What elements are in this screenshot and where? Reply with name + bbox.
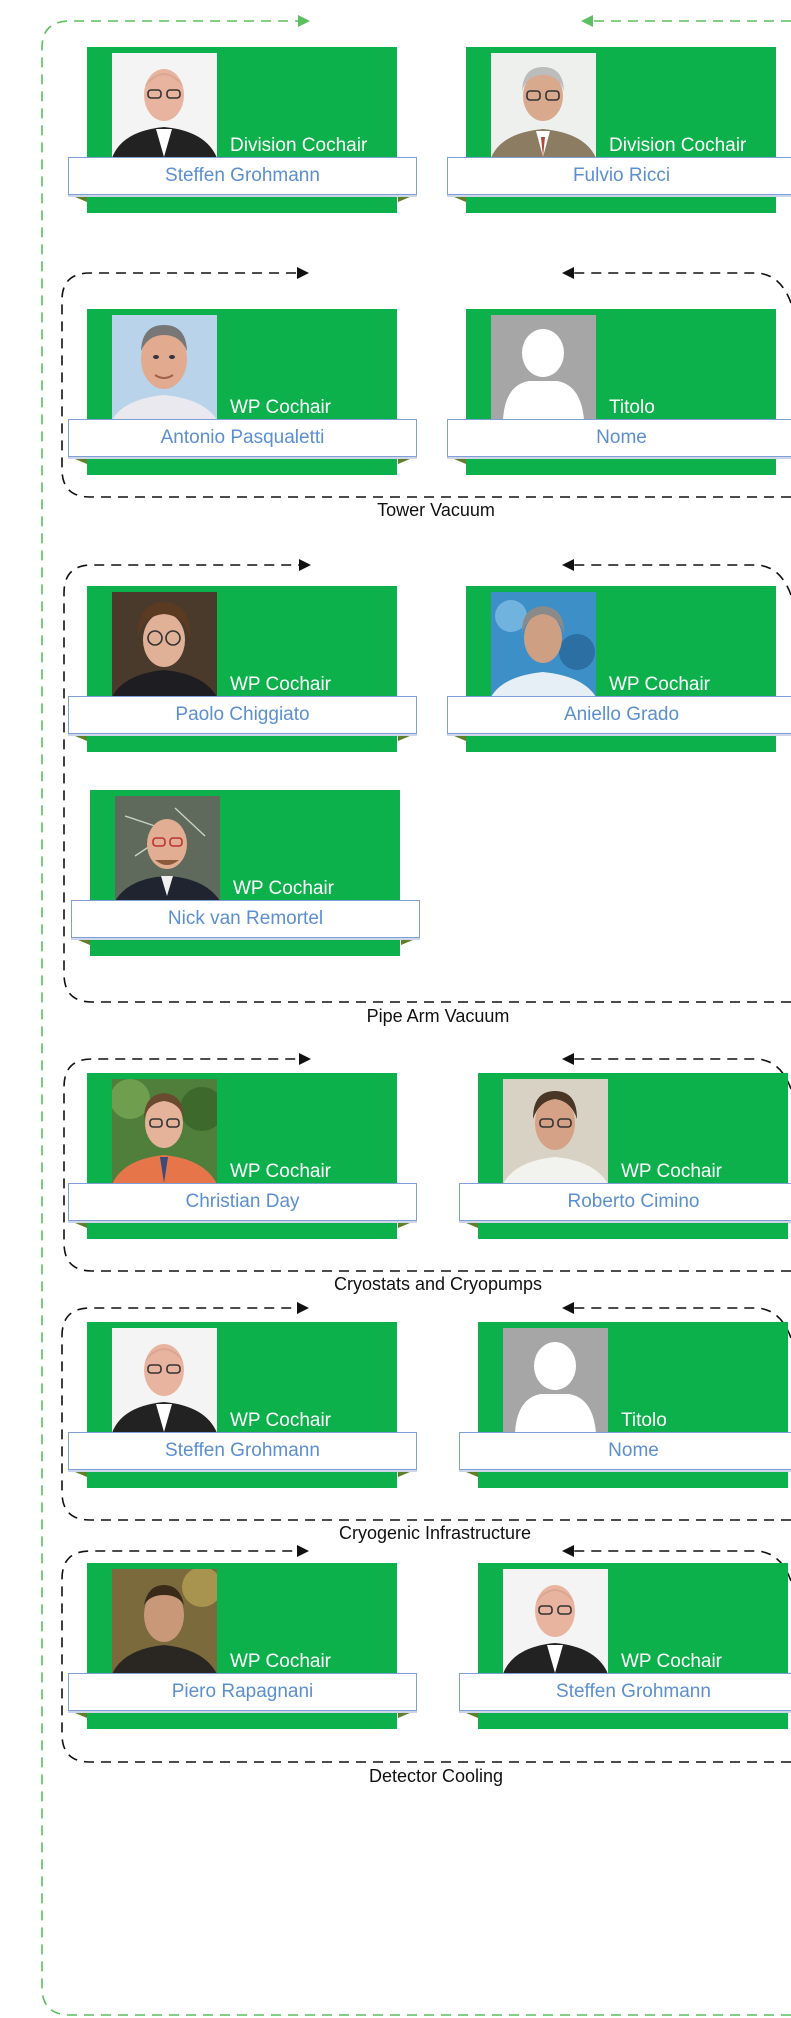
role-label: WP Cochair — [609, 674, 711, 695]
name-label: Nome — [447, 419, 791, 457]
role-label: WP Cochair — [233, 878, 335, 899]
person-photo — [503, 1569, 608, 1674]
name-label: Steffen Grohmann — [459, 1673, 791, 1711]
role-label: Division Cochair — [230, 135, 368, 156]
person-photo — [112, 315, 217, 420]
name-label: Fulvio Ricci — [447, 157, 791, 195]
avatar-placeholder-icon — [503, 1328, 608, 1433]
role-label: WP Cochair — [230, 1651, 332, 1672]
person-card: WP Cochair Antonio Pasqualetti — [68, 309, 417, 475]
name-label: Piero Rapagnani — [68, 1673, 417, 1711]
person-card: WP Cochair Piero Rapagnani — [68, 1563, 417, 1729]
name-label: Antonio Pasqualetti — [68, 419, 417, 457]
role-label: WP Cochair — [230, 1161, 332, 1182]
cryogenic-infrastructure-frame — [61, 1302, 791, 1521]
group-frames — [61, 267, 791, 1763]
role-label: WP Cochair — [621, 1161, 723, 1182]
name-label: Roberto Cimino — [459, 1183, 791, 1221]
person-photo — [112, 1079, 217, 1184]
person-card: Division Cochair Steffen Grohmann — [68, 47, 417, 213]
person-card: WP Cochair Paolo Chiggiato — [68, 586, 417, 752]
cryostats-frame — [63, 1053, 791, 1272]
name-label: Steffen Grohmann — [68, 157, 417, 195]
person-card: Titolo Nome — [459, 1322, 791, 1488]
group-label: Detector Cooling — [368, 1766, 504, 1786]
pipe-arm-vacuum-frame — [63, 559, 791, 1003]
avatar-placeholder-icon — [491, 315, 596, 420]
person-card: WP Cochair Steffen Grohmann — [459, 1563, 791, 1729]
person-photo — [112, 592, 217, 697]
person-photo — [491, 592, 596, 697]
person-photo — [115, 796, 220, 901]
name-label: Nome — [459, 1432, 791, 1470]
division-frame — [41, 15, 791, 2016]
person-photo — [491, 53, 596, 158]
role-label: Division Cochair — [609, 135, 747, 156]
person-card: WP Cochair Aniello Grado — [447, 586, 791, 752]
person-card: WP Cochair Steffen Grohmann — [68, 1322, 417, 1488]
person-card: Titolo Nome — [447, 309, 791, 475]
role-label: WP Cochair — [621, 1651, 723, 1672]
person-card: WP Cochair Christian Day — [68, 1073, 417, 1239]
person-photo — [112, 53, 217, 158]
group-label: Tower Vacuum — [377, 500, 495, 520]
person-photo — [112, 1569, 217, 1674]
role-label: Titolo — [621, 1410, 667, 1431]
person-card: WP Cochair Nick van Remortel — [71, 790, 420, 956]
role-label: WP Cochair — [230, 674, 332, 695]
name-label: Paolo Chiggiato — [68, 696, 417, 734]
name-label: Christian Day — [68, 1183, 417, 1221]
role-label: Titolo — [609, 397, 655, 418]
name-label: Steffen Grohmann — [68, 1432, 417, 1470]
name-label: Aniello Grado — [447, 696, 791, 734]
group-label: Pipe Arm Vacuum — [366, 1006, 510, 1026]
name-label: Nick van Remortel — [71, 900, 420, 938]
role-label: WP Cochair — [230, 397, 332, 418]
person-photo — [112, 1328, 217, 1433]
person-card: WP Cochair Roberto Cimino — [459, 1073, 791, 1239]
detector-cooling-frame — [61, 1545, 791, 1763]
role-label: WP Cochair — [230, 1410, 332, 1431]
group-label: Cryostats and Cryopumps — [333, 1274, 543, 1294]
group-label: Cryogenic Infrastructure — [338, 1523, 532, 1543]
person-photo — [503, 1079, 608, 1184]
person-card: Division Cochair Fulvio Ricci — [447, 47, 791, 213]
